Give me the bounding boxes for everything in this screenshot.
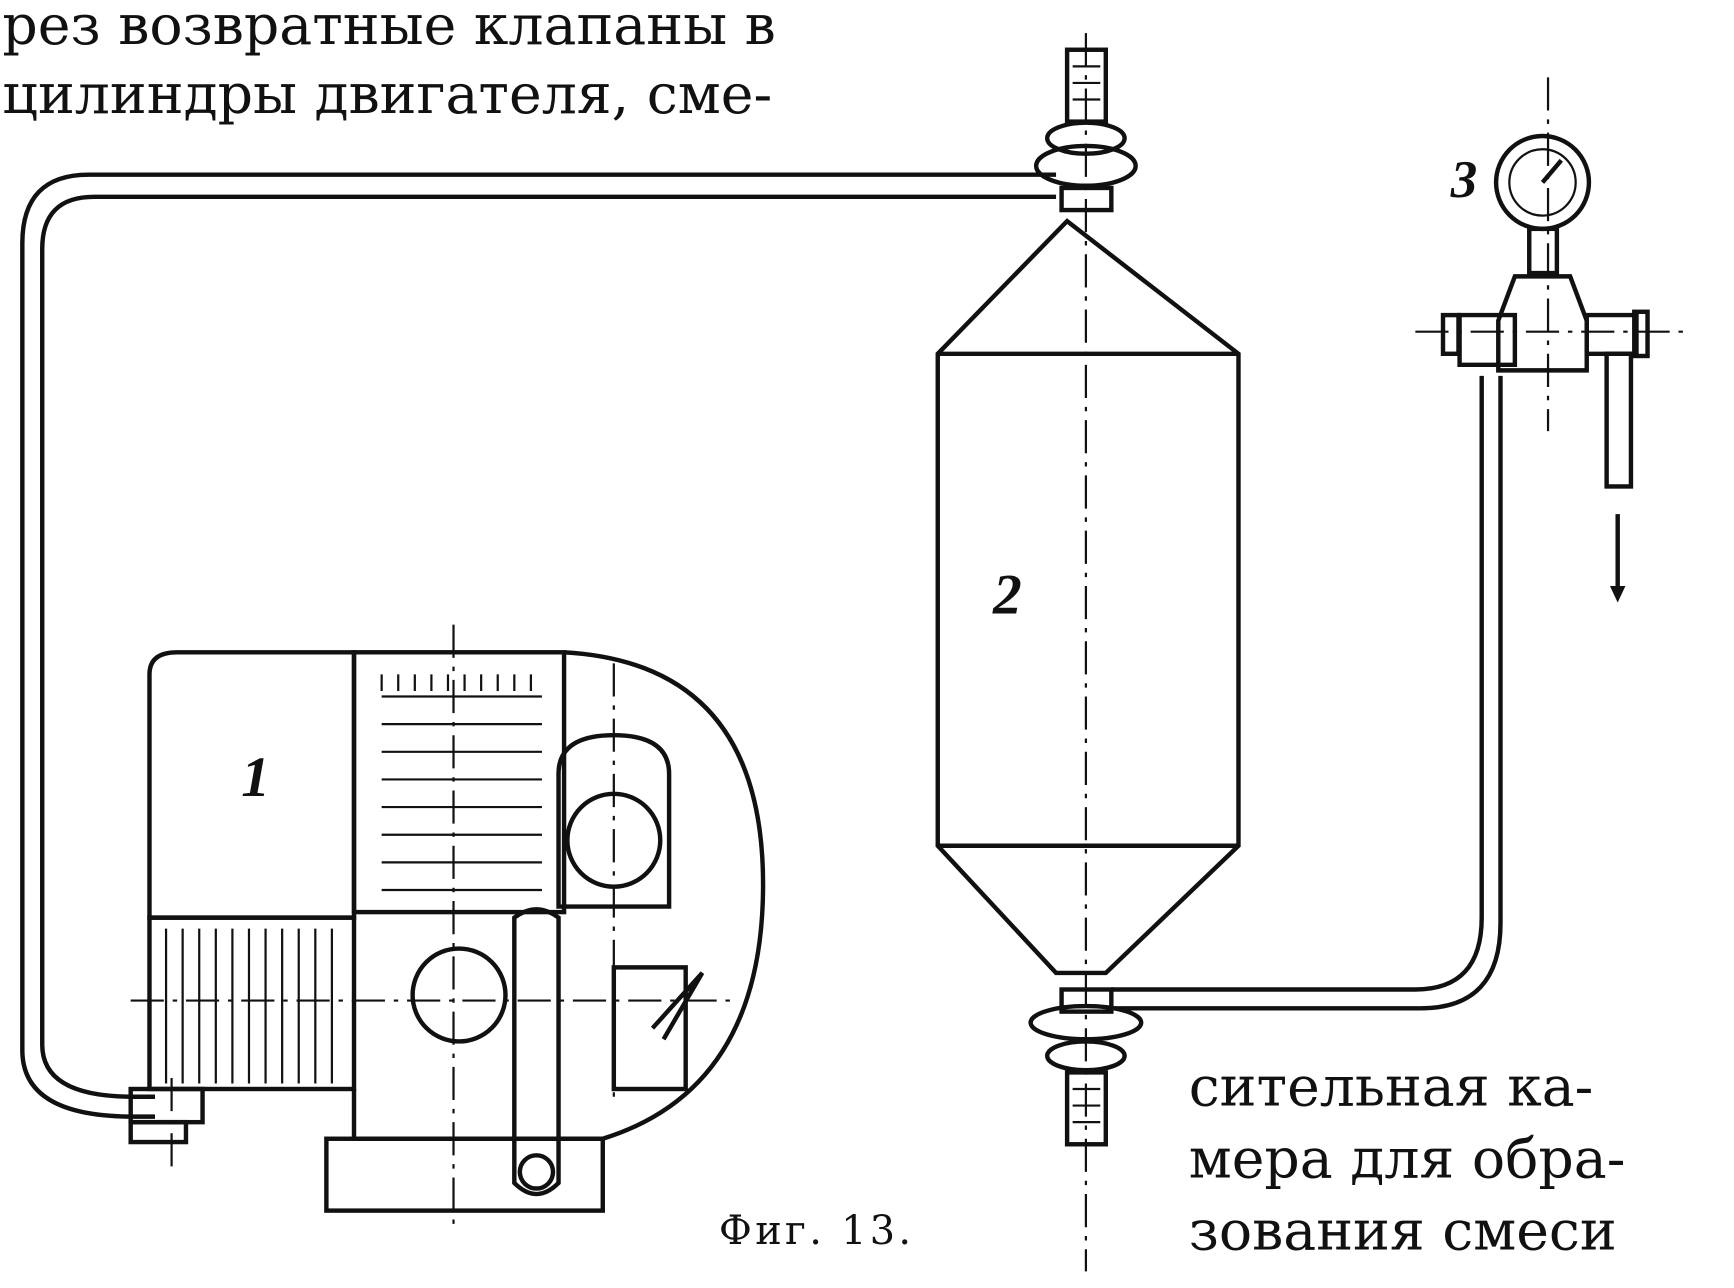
lower-pipe: [1111, 375, 1484, 992]
engine: [130, 624, 766, 1228]
bottom-text-line-2: мера для обра-: [1189, 1127, 1626, 1191]
bottom-text-line-3: зования смеси: [1189, 1199, 1617, 1263]
flow-arrow-icon: [1609, 514, 1626, 603]
label-gauge: 3: [1450, 151, 1478, 209]
top-text-line-2: цилиндры двигателя, сме-: [2, 63, 772, 127]
top-text-line-1: рез возвратные клапаны в: [2, 0, 775, 58]
upper-pipe: [20, 172, 1057, 1119]
mixing-tank: [935, 33, 1241, 1272]
pressure-gauge: [1415, 77, 1692, 489]
bottom-text-line-1: сительная ка-: [1189, 1056, 1594, 1120]
label-engine: 1: [241, 746, 270, 809]
figure-caption: Фиг. 13.: [719, 1208, 915, 1254]
label-tank: 2: [992, 564, 1022, 627]
